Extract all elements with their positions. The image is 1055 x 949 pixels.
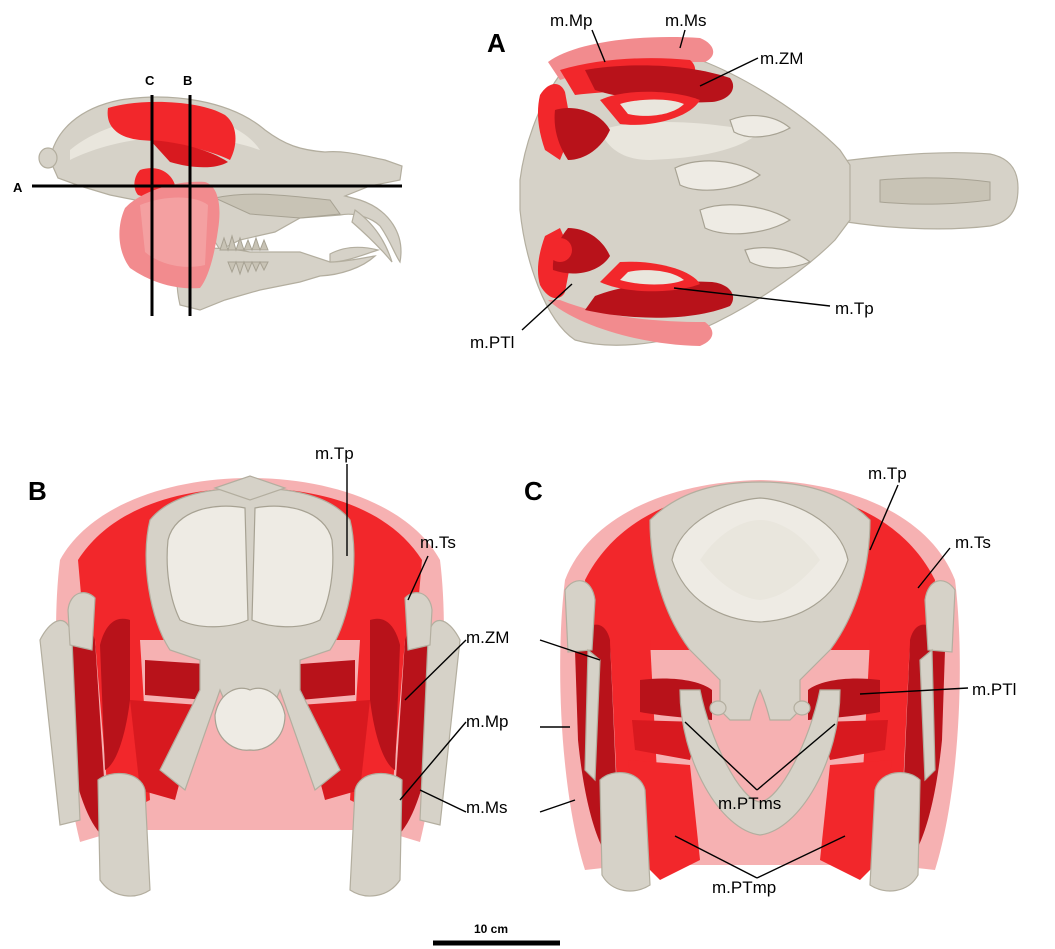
panel-label-b: B xyxy=(28,476,47,506)
label-b-mZM: m.ZM xyxy=(466,628,509,647)
section-label-c: C xyxy=(145,73,155,88)
label-b-mTs: m.Ts xyxy=(420,533,456,552)
label-top-mPTl: m.PTl xyxy=(470,333,514,352)
label-c-mTs: m.Ts xyxy=(955,533,991,552)
label-top-mTp: m.Tp xyxy=(835,299,874,318)
section-label-a: A xyxy=(13,180,23,195)
section-label-b: B xyxy=(183,73,192,88)
label-b-mTp: m.Tp xyxy=(315,444,354,463)
label-b-mMp: m.Mp xyxy=(466,712,509,731)
label-c-mPTms: m.PTms xyxy=(718,794,781,813)
label-c-mTp: m.Tp xyxy=(868,464,907,483)
label-c-mPTl: m.PTl xyxy=(972,680,1016,699)
label-top-mMp: m.Mp xyxy=(550,11,593,30)
panel-c-coronal-section: C xyxy=(524,464,1016,897)
scale-bar-label: 10 cm xyxy=(474,922,508,936)
panel-a-horizontal-section: A m.Mp m.Ms m.ZM xyxy=(470,11,1018,352)
panel-label-c: C xyxy=(524,476,543,506)
label-top-mZM: m.ZM xyxy=(760,49,803,68)
lateral-skull-view: A C B xyxy=(13,73,402,316)
label-top-mMs: m.Ms xyxy=(665,11,707,30)
panel-label-a: A xyxy=(487,28,506,58)
label-b-mMs: m.Ms xyxy=(466,798,508,817)
scale-bar: 10 cm xyxy=(433,922,560,943)
panel-b-coronal-section: B m.Tp xyxy=(28,444,509,896)
label-c-mPTmp: m.PTmp xyxy=(712,878,776,897)
